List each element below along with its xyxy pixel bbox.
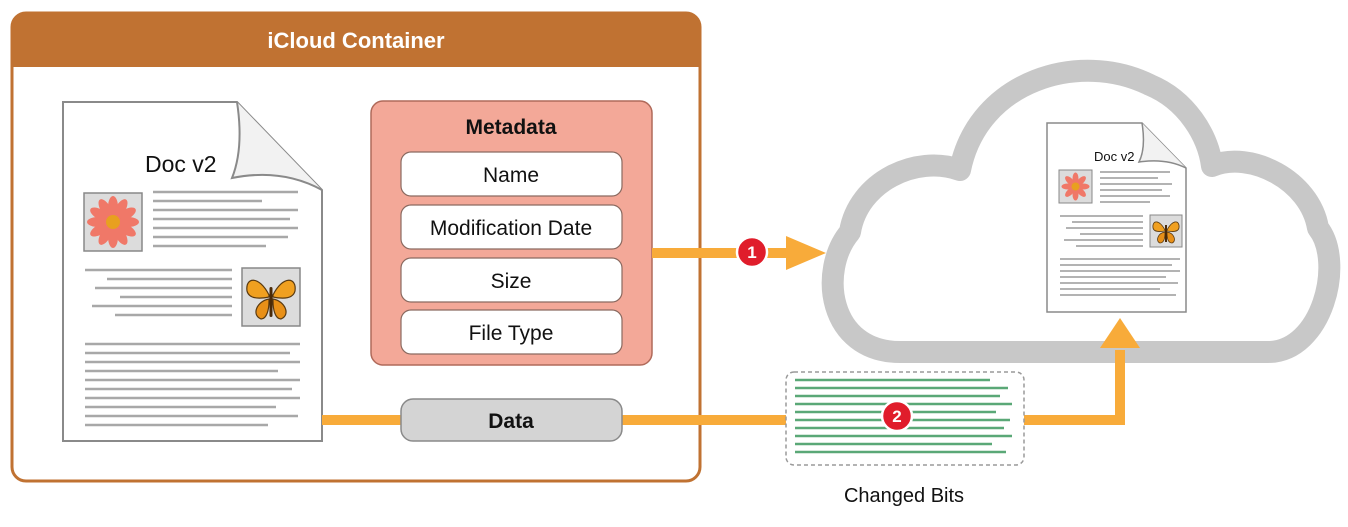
step-badge-2: 2	[880, 399, 914, 433]
document: Doc v2	[62, 101, 323, 442]
container-title: iCloud Container	[267, 28, 445, 53]
changed-bits-box	[785, 371, 1025, 466]
data-box: Data	[400, 398, 623, 442]
page-curl	[230, 101, 323, 191]
flower-image-icon	[1058, 169, 1093, 204]
metadata-field-modification-date	[400, 204, 623, 250]
cloud-document-title: Doc v2	[1094, 149, 1134, 164]
data-arrow	[322, 318, 1140, 425]
metadata-field-label: Size	[491, 270, 532, 293]
metadata-field-name	[400, 151, 623, 197]
step-number: 2	[892, 407, 901, 426]
butterfly-image-icon	[241, 267, 301, 327]
metadata-field-file-type	[400, 309, 623, 355]
data-label: Data	[488, 410, 534, 433]
metadata-field-label: Modification Date	[430, 217, 592, 240]
metadata-field-size	[400, 257, 623, 303]
changed-bits-caption: Changed Bits	[844, 485, 964, 507]
flower-image-icon	[83, 192, 143, 252]
metadata-field-label: File Type	[469, 322, 554, 345]
step-badge-1: 1	[735, 235, 769, 269]
step-number: 1	[747, 243, 756, 262]
document-text-lines	[85, 190, 300, 427]
container-header	[12, 13, 700, 67]
cloud-document: Doc v2	[1046, 122, 1187, 313]
metadata-box: Metadata Name Modification Date Size Fil…	[370, 100, 653, 366]
metadata-field-label: Name	[483, 164, 539, 187]
cloud-document-text-lines	[1060, 171, 1180, 296]
butterfly-image-icon	[1149, 214, 1183, 248]
metadata-title: Metadata	[465, 116, 556, 139]
document-title: Doc v2	[145, 151, 217, 177]
